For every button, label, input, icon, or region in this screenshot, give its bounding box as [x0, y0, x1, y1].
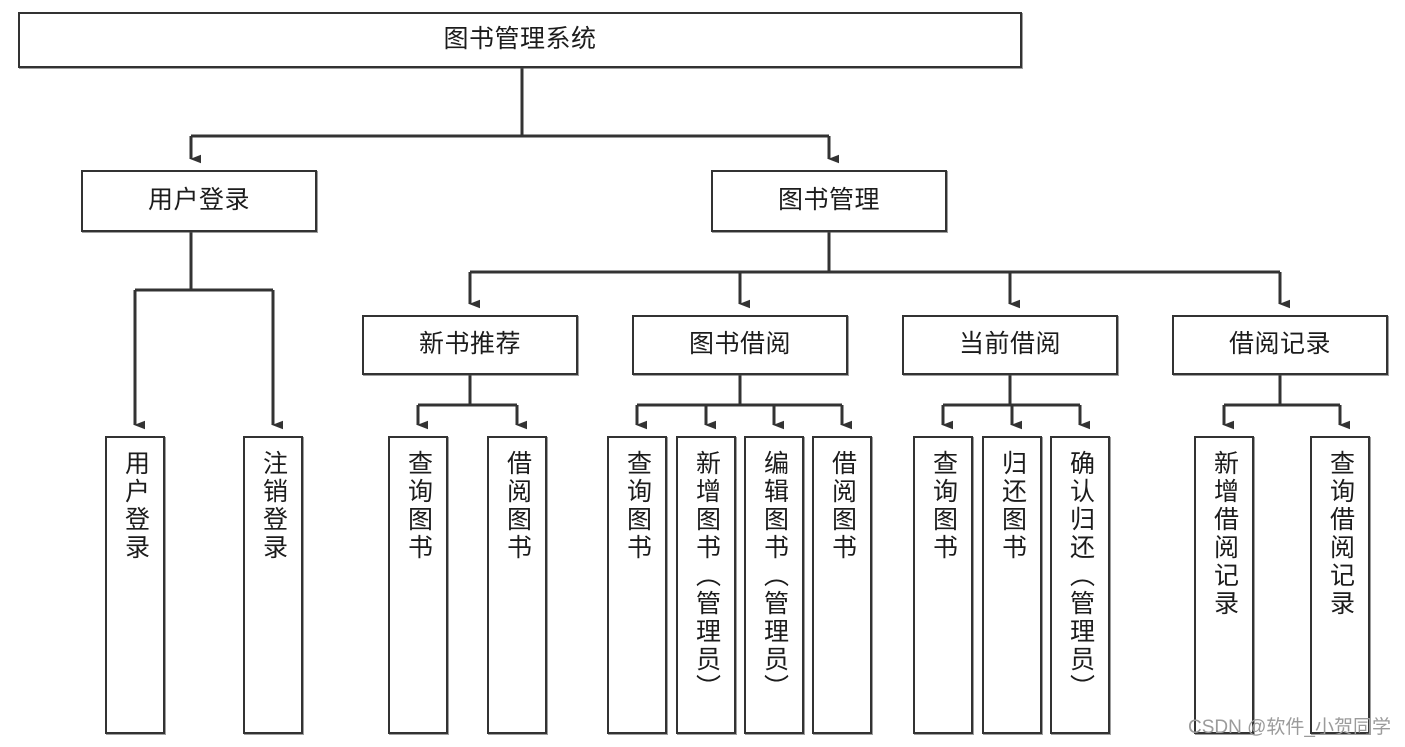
leaf-query-book-current[interactable]: 查询图书 [913, 436, 973, 734]
node-label: 借阅图书 [503, 450, 532, 562]
node-book-management[interactable]: 图书管理 [711, 170, 947, 232]
node-user-login[interactable]: 用户登录 [81, 170, 317, 232]
node-label: 用户登录 [147, 186, 250, 215]
leaf-logout[interactable]: 注销登录 [243, 436, 303, 734]
node-new-book-recommend[interactable]: 新书推荐 [362, 315, 578, 375]
node-label: 借阅记录 [1228, 330, 1331, 359]
node-label: 归还图书 [998, 450, 1027, 562]
watermark-csdn: CSDN @软件_小贺同学 [1188, 717, 1391, 738]
node-label: 图书借阅 [688, 330, 791, 359]
leaf-edit-book-admin[interactable]: 编辑图书（管理员） [744, 436, 804, 734]
node-label: 图书管理系统 [443, 25, 597, 54]
node-label: 用户登录 [121, 450, 150, 562]
node-label: 图书管理 [777, 186, 880, 215]
leaf-return-book[interactable]: 归还图书 [982, 436, 1042, 734]
node-label: 注销登录 [259, 450, 288, 562]
node-label: 新书推荐 [418, 330, 521, 359]
leaf-confirm-return-admin[interactable]: 确认归还（管理员） [1050, 436, 1110, 734]
leaf-add-book-admin[interactable]: 新增图书（管理员） [676, 436, 736, 734]
node-label: 查询借阅记录 [1326, 450, 1355, 618]
leaf-query-book-recommend[interactable]: 查询图书 [388, 436, 448, 734]
leaf-borrow-book[interactable]: 借阅图书 [812, 436, 872, 734]
node-label: 查询图书 [623, 450, 652, 562]
node-label: 新增借阅记录 [1210, 450, 1239, 618]
leaf-borrow-book-recommend[interactable]: 借阅图书 [487, 436, 547, 734]
node-book-borrow[interactable]: 图书借阅 [632, 315, 848, 375]
node-label: 查询图书 [404, 450, 433, 562]
node-label: 借阅图书 [828, 450, 857, 562]
node-label: 当前借阅 [958, 330, 1061, 359]
leaf-user-login[interactable]: 用户登录 [105, 436, 165, 734]
leaf-query-book-borrow[interactable]: 查询图书 [607, 436, 667, 734]
node-root-system[interactable]: 图书管理系统 [18, 12, 1022, 68]
leaf-add-borrow-record[interactable]: 新增借阅记录 [1194, 436, 1254, 734]
node-label: 查询图书 [929, 450, 958, 562]
node-label: 确认归还（管理员） [1066, 450, 1095, 702]
node-label: 新增图书（管理员） [692, 450, 721, 702]
node-label: 编辑图书（管理员） [760, 450, 789, 702]
node-current-borrow[interactable]: 当前借阅 [902, 315, 1118, 375]
node-borrow-record[interactable]: 借阅记录 [1172, 315, 1388, 375]
leaf-query-borrow-record[interactable]: 查询借阅记录 [1310, 436, 1370, 734]
